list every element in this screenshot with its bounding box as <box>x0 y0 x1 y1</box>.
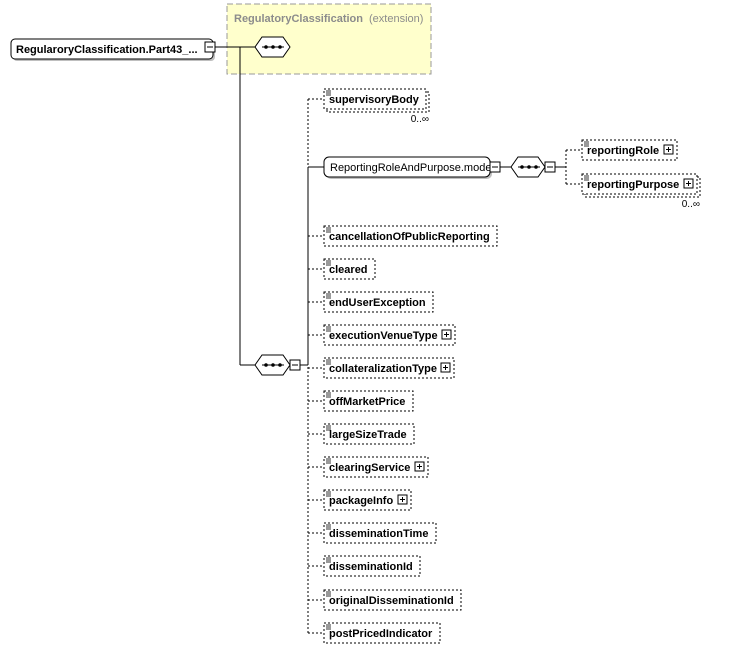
disseminationTime-label: disseminationTime <box>329 528 428 540</box>
packageInfo-label: packageInfo <box>329 495 393 507</box>
main-sequence-icon <box>254 354 291 376</box>
element-glyph-icon <box>326 591 331 597</box>
expand-icon[interactable] <box>663 144 674 155</box>
cleared-element[interactable]: cleared <box>308 258 376 280</box>
cleared-label: cleared <box>329 264 368 276</box>
extension-note: (extension) <box>369 13 423 25</box>
element-glyph-icon <box>326 458 331 464</box>
postPricedIndicator-element[interactable]: postPricedIndicator <box>308 622 441 644</box>
collateralizationType-label: collateralizationType <box>329 363 437 375</box>
collateralizationType-element[interactable]: collateralizationType <box>308 357 455 379</box>
largeSizeTrade-label: largeSizeTrade <box>329 429 407 441</box>
element-glyph-icon <box>584 175 589 181</box>
executionVenueType-label: executionVenueType <box>329 330 438 342</box>
extension-name: RegulatoryClassification <box>234 13 363 25</box>
executionVenueType-element[interactable]: executionVenueType <box>308 324 456 346</box>
element-glyph-icon <box>326 293 331 299</box>
model-group-label: ReportingRoleAndPurpose.model <box>330 162 494 174</box>
root-element[interactable]: RegularoryClassification.Part43_... <box>10 38 215 61</box>
postPricedIndicator-label: postPricedIndicator <box>329 628 433 640</box>
expand-icon[interactable] <box>441 329 452 340</box>
clearingService-element[interactable]: clearingService <box>308 456 429 478</box>
expand-icon[interactable] <box>440 362 451 373</box>
reportingRole-label: reportingRole <box>587 145 659 157</box>
reportingPurpose-label: reportingPurpose <box>587 179 679 191</box>
cardinality-label: 0..∞ <box>682 199 700 210</box>
element-glyph-icon <box>326 90 331 96</box>
element-glyph-icon <box>326 425 331 431</box>
originalDisseminationId-element[interactable]: originalDisseminationId <box>308 589 462 611</box>
offMarketPrice-label: offMarketPrice <box>329 396 405 408</box>
cancellationOfPublicReporting-element[interactable]: cancellationOfPublicReporting <box>308 225 498 247</box>
clearingService-label: clearingService <box>329 462 410 474</box>
element-glyph-icon <box>326 326 331 332</box>
element-glyph-icon <box>326 227 331 233</box>
model-group[interactable]: ReportingRoleAndPurpose.model <box>323 156 494 179</box>
cardinality-label: 0..∞ <box>411 114 429 125</box>
element-glyph-icon <box>326 524 331 530</box>
element-list: supervisoryBody 0..∞ cancellationOfPublicR… <box>308 88 498 644</box>
element-glyph-icon <box>584 141 589 147</box>
root-collapse-icon[interactable] <box>204 41 216 53</box>
root-label: RegularoryClassification.Part43_... <box>16 44 198 56</box>
packageInfo-element[interactable]: packageInfo <box>308 489 412 511</box>
largeSizeTrade-element[interactable]: largeSizeTrade <box>308 423 415 445</box>
element-glyph-icon <box>326 260 331 266</box>
disseminationTime-element[interactable]: disseminationTime <box>308 522 437 544</box>
supervisoryBody-element[interactable]: supervisoryBody 0..∞ <box>308 88 430 125</box>
model-sequence-collapse-icon[interactable] <box>544 161 556 173</box>
main-sequence-collapse-icon[interactable] <box>289 359 301 371</box>
reportingRole-element[interactable]: reportingRole <box>581 139 678 161</box>
supervisoryBody-label: supervisoryBody <box>329 94 420 106</box>
element-glyph-icon <box>326 491 331 497</box>
offMarketPrice-element[interactable]: offMarketPrice <box>308 390 414 412</box>
element-glyph-icon <box>326 624 331 630</box>
endUserException-element[interactable]: endUserException <box>308 291 434 313</box>
disseminationId-element[interactable]: disseminationId <box>308 555 421 577</box>
originalDisseminationId-label: originalDisseminationId <box>329 595 454 607</box>
cancellationOfPublicReporting-label: cancellationOfPublicReporting <box>329 231 490 243</box>
element-glyph-icon <box>326 359 331 365</box>
expand-icon[interactable] <box>397 494 408 505</box>
model-sequence-icon <box>510 156 546 178</box>
endUserException-label: endUserException <box>329 297 426 309</box>
element-glyph-icon <box>326 557 331 563</box>
element-glyph-icon <box>326 392 331 398</box>
expand-icon[interactable] <box>683 178 694 189</box>
model-collapse-icon[interactable] <box>489 161 501 173</box>
expand-icon[interactable] <box>414 461 425 472</box>
disseminationId-label: disseminationId <box>329 561 413 573</box>
extension-sequence-icon <box>254 36 291 58</box>
